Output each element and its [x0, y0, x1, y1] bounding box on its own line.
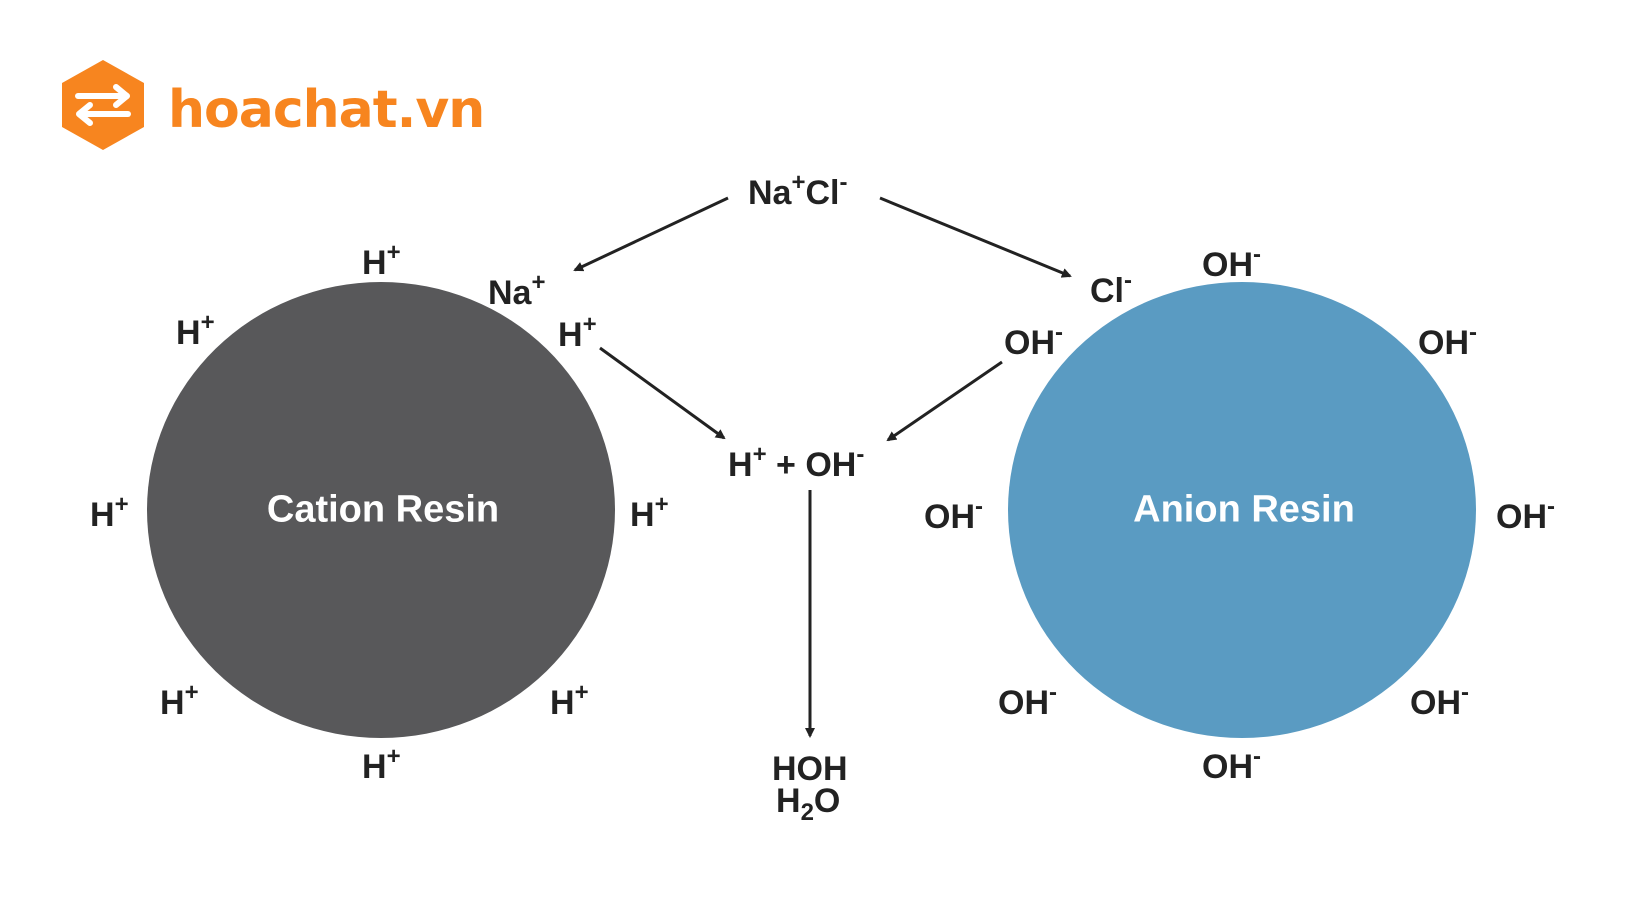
anion-ion: OH- [924, 493, 983, 536]
anion-ion: OH- [1418, 319, 1477, 362]
anion-resin-circle [1008, 282, 1476, 738]
anion-ion: OH- [998, 679, 1057, 722]
product-hoh-label: HOH [772, 750, 848, 788]
sodium-ion: Na+ [488, 269, 546, 312]
anion-ion: OH- [1202, 743, 1261, 786]
chloride-ion: Cl- [1090, 267, 1132, 310]
arrow-h-to-reaction [599, 346, 726, 440]
product-water-label: H2O [776, 782, 841, 826]
anion-ion: OH- [1496, 493, 1555, 536]
cation-ion: H+ [160, 679, 199, 722]
anion-ion: OH- [1202, 241, 1261, 284]
anion-ion: OH- [1410, 679, 1469, 722]
cation-ion: H+ [630, 491, 669, 534]
cation-ion: H+ [558, 311, 597, 354]
logo-text: hoachat.vn [168, 80, 485, 140]
cation-ion: H+ [362, 743, 401, 786]
logo-hexagon [62, 60, 144, 150]
cation-ion: H+ [550, 679, 589, 722]
arrow-nacl-to-na [573, 196, 729, 272]
arrow-oh-to-reaction [886, 360, 1003, 442]
cation-resin-circle [147, 282, 615, 738]
cation-ion: H+ [362, 239, 401, 282]
reaction-label: H+ + OH- [728, 441, 865, 484]
anion-ion: OH- [1004, 319, 1063, 362]
hoachat-logo-icon [62, 60, 144, 150]
cation-resin-label: Cation Resin [266, 488, 500, 531]
cation-ion: H+ [176, 309, 215, 352]
cation-ion: H+ [90, 491, 129, 534]
arrow-nacl-to-cl [879, 196, 1072, 278]
salt-nacl-label: Na+Cl- [748, 169, 848, 212]
anion-resin-label: Anion Resin [1133, 488, 1355, 531]
